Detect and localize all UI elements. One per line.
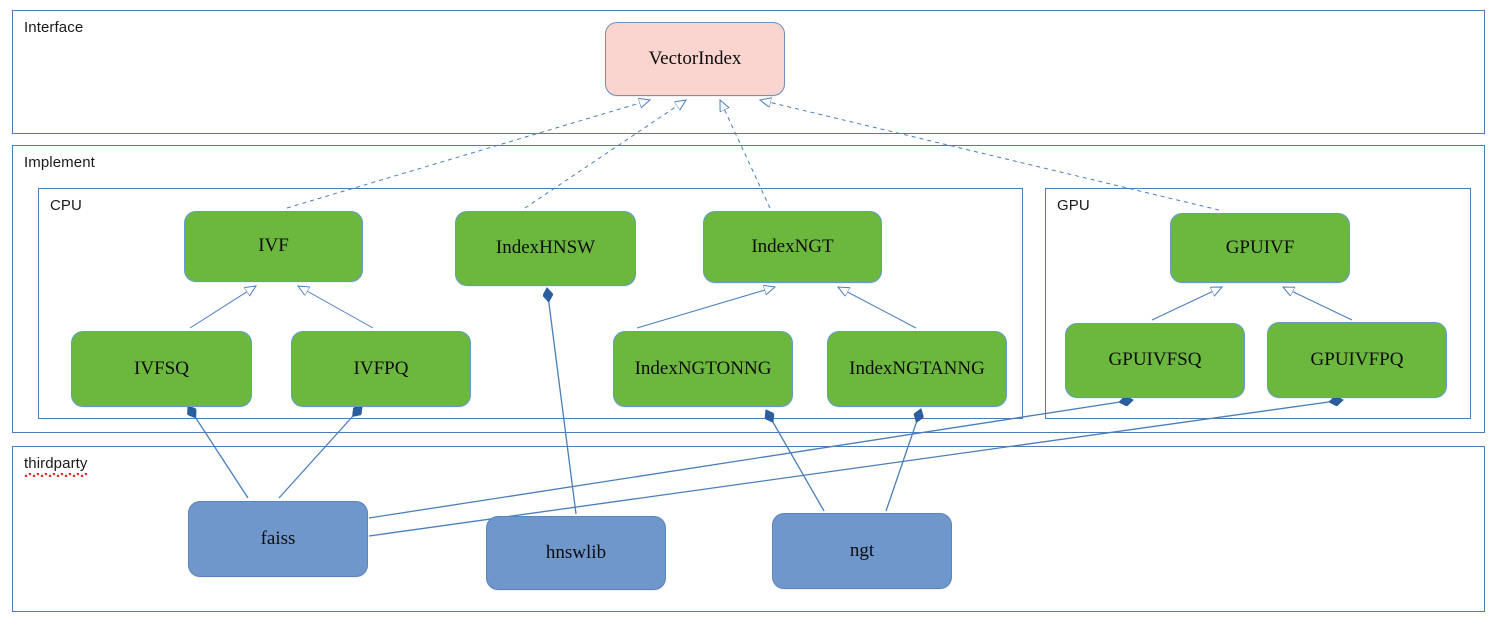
class-node-indexngtonng[interactable]: IndexNGTONNG — [613, 331, 793, 407]
class-node-ivfpq[interactable]: IVFPQ — [291, 331, 471, 407]
class-node-vectorindex[interactable]: VectorIndex — [605, 22, 785, 96]
class-node-hnswlib[interactable]: hnswlib — [486, 516, 666, 590]
class-node-faiss[interactable]: faiss — [188, 501, 368, 577]
class-node-gpuivfsq[interactable]: GPUIVFSQ — [1065, 323, 1245, 398]
class-node-ivf[interactable]: IVF — [184, 211, 363, 282]
package-interface-label: Interface — [24, 19, 84, 36]
class-node-ivfsq[interactable]: IVFSQ — [71, 331, 252, 407]
package-implement-label: Implement — [24, 154, 95, 171]
class-node-indexngt[interactable]: IndexNGT — [703, 211, 882, 283]
class-node-gpuivf[interactable]: GPUIVF — [1170, 213, 1350, 283]
package-gpu-label: GPU — [1057, 197, 1090, 214]
class-node-indexngtanng[interactable]: IndexNGTANNG — [827, 331, 1007, 407]
class-node-gpuivfpq[interactable]: GPUIVFPQ — [1267, 322, 1447, 398]
class-node-indexhnsw[interactable]: IndexHNSW — [455, 211, 636, 286]
spellcheck-underline — [24, 473, 88, 477]
package-thirdparty-label: thirdparty — [24, 455, 88, 472]
package-cpu-label: CPU — [50, 197, 82, 214]
class-node-ngt[interactable]: ngt — [772, 513, 952, 589]
